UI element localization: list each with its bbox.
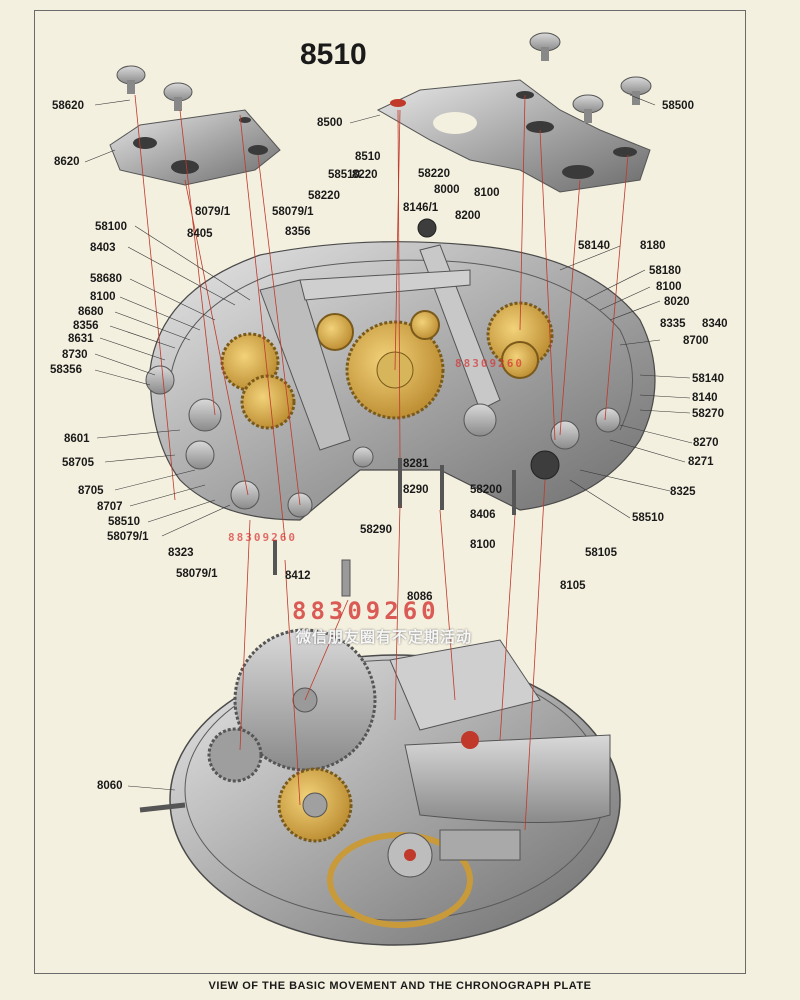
callout-label: 8271: [688, 456, 714, 468]
callout-label: 58105: [585, 547, 617, 559]
callout-label: 58620: [52, 100, 84, 112]
callout-label: 8290: [403, 484, 429, 496]
callout-label: 58510: [632, 512, 664, 524]
callout-label: 8620: [54, 156, 80, 168]
callout-label: 8500: [317, 117, 343, 129]
callout-label: 58180: [649, 265, 681, 277]
pins: [273, 458, 516, 597]
callout-label: 58079/1: [107, 531, 149, 543]
callout-label: 8105: [560, 580, 586, 592]
callout-label: 8510: [355, 151, 381, 163]
callout-label: 8146/1: [403, 202, 439, 214]
callout-label: 8100: [90, 291, 116, 303]
callout-label: 8270: [693, 437, 719, 449]
chronograph-plate: [145, 218, 656, 521]
callout-label: 8100: [470, 539, 496, 551]
screw-58500: [529, 32, 652, 123]
bridge-plate-8620: [109, 109, 281, 186]
watermark-number-small: 88309260: [228, 531, 297, 544]
callout-label: 8403: [90, 242, 116, 254]
callout-label: 8079/1: [195, 206, 231, 218]
watermark-number: 88309260: [292, 597, 440, 625]
callout-label: 58270: [692, 408, 724, 420]
callout-label: 8323: [168, 547, 194, 559]
callout-label: 8406: [470, 509, 496, 521]
callout-label: 8000: [434, 184, 460, 196]
callout-label: 8180: [640, 240, 666, 252]
callout-label: 58705: [62, 457, 94, 469]
watermark-number-small: 88309260: [455, 357, 524, 370]
leader-lines: [134, 94, 629, 831]
callout-label: 8340: [702, 318, 728, 330]
diagram-title: 8510: [300, 38, 367, 71]
callout-label: 8405: [187, 228, 213, 240]
callout-label: 58356: [50, 364, 82, 376]
callout-label: 8086: [407, 591, 433, 603]
callout-label: 8281: [403, 458, 429, 470]
callout-label: 58140: [578, 240, 610, 252]
callout-label: 8335: [660, 318, 686, 330]
callout-label: 8100: [656, 281, 682, 293]
callout-label: 8140: [692, 392, 718, 404]
callout-label: 8325: [670, 486, 696, 498]
basic-movement: [139, 628, 621, 946]
callout-label: 58079/1: [272, 206, 314, 218]
callout-label: 58290: [360, 524, 392, 536]
screw-58620: [116, 65, 193, 111]
callout-label: 58200: [470, 484, 502, 496]
label-leaders: [84, 94, 693, 791]
callout-label: 8631: [68, 333, 94, 345]
callout-label: 8100: [474, 187, 500, 199]
callout-label: 58680: [90, 273, 122, 285]
callout-label: 8220: [352, 169, 378, 181]
diagram-frame: [34, 10, 746, 974]
bridge-plate-8500: [376, 79, 651, 193]
callout-label: 8705: [78, 485, 104, 497]
callout-label: 8356: [73, 320, 99, 332]
callout-label: 8412: [285, 570, 311, 582]
callout-label: 8020: [664, 296, 690, 308]
callout-label: 58510: [108, 516, 140, 528]
callout-label: 58510: [328, 169, 360, 181]
callout-label: 58220: [418, 168, 450, 180]
callout-label: 58079/1: [176, 568, 218, 580]
callout-label: 8200: [455, 210, 481, 222]
callout-label: 8700: [683, 335, 709, 347]
callout-label: 58140: [692, 373, 724, 385]
callout-label: 8707: [97, 501, 123, 513]
callout-label: 58100: [95, 221, 127, 233]
watermark-text: 微信朋友圈有不定期活动: [296, 629, 473, 646]
callout-label: 8730: [62, 349, 88, 361]
callout-label: 8601: [64, 433, 90, 445]
diagram-caption: VIEW OF THE BASIC MOVEMENT AND THE CHRON…: [208, 980, 592, 992]
callout-label: 8356: [285, 226, 311, 238]
callout-label: 58500: [662, 100, 694, 112]
callout-label: 58220: [308, 190, 340, 202]
callout-label: 8680: [78, 306, 104, 318]
callout-label: 8060: [97, 780, 123, 792]
